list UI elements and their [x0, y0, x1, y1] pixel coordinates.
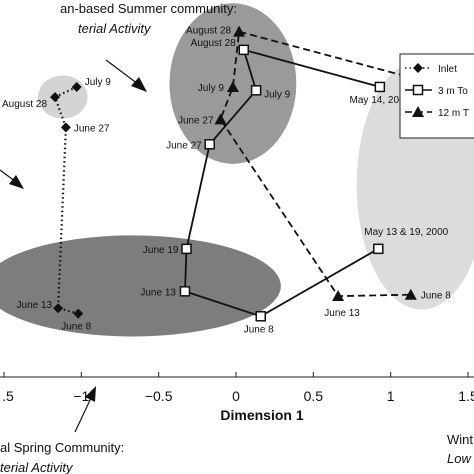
- point-label-inlet-3: June 13: [17, 300, 53, 311]
- point-label-inlet-1: August 28: [2, 99, 47, 110]
- series-line-m12: [219, 30, 459, 298]
- marker-m3-4: [181, 243, 192, 255]
- x-tick-label-4: 0.5: [304, 388, 324, 404]
- series-line-m3: [184, 48, 381, 318]
- legend-label-inlet: Inlet: [438, 64, 457, 75]
- marker-m12-4: [332, 290, 345, 302]
- marker-inlet-2: [60, 122, 71, 133]
- series-lines: [53, 30, 459, 318]
- marker-inlet-1: [50, 92, 61, 103]
- arrow-spring-head: [85, 386, 96, 402]
- region-inlet-summer: [38, 75, 88, 119]
- marker-m3-3: [204, 139, 215, 150]
- point-label-inlet-0: July 9: [85, 77, 112, 88]
- arrow-summer-shaft: [105, 59, 139, 85]
- point-label-m12-2: July 9: [198, 83, 225, 94]
- x-tick-label-1: −1: [73, 388, 89, 404]
- community-regions: [0, 3, 474, 337]
- annotation-summer-subtitle: terial Activity: [78, 21, 152, 36]
- point-label-m3-6: June 8: [244, 324, 274, 335]
- point-label-m12-4: June 13: [324, 308, 360, 319]
- point-labels: July 9 August 28 June 27 June 13 June 8 May 1…: [2, 26, 451, 336]
- arrow-spring-shaft: [74, 397, 92, 433]
- point-label-m12-5: June 8: [421, 291, 451, 302]
- point-label-m3-1: August 28: [191, 38, 236, 49]
- arrow-summer-head: [131, 77, 147, 92]
- marker-m3-0: [374, 81, 386, 93]
- marker-m12-2: [226, 80, 239, 92]
- point-label-m3-3: June 27: [166, 140, 202, 151]
- arrow-inlet-head: [9, 175, 24, 189]
- marker-m3-7: [373, 243, 384, 255]
- x-tick-label-6: 1.5: [458, 388, 474, 404]
- marker-inlet-3: [53, 303, 64, 314]
- annotation-summer-title: an-based Summer community:: [60, 1, 237, 16]
- marker-m3-1: [238, 44, 249, 56]
- marker-inlet-0: [71, 81, 82, 92]
- legend-box: [399, 53, 474, 139]
- annotation-spring-subtitle: terial Activity: [0, 460, 74, 474]
- point-label-m12-1: August 28: [186, 26, 231, 37]
- x-axis-ticks: .5 −1 −0.5 0 0.5 1 1.5: [2, 372, 474, 404]
- point-label-m3-2: July 9: [264, 89, 291, 100]
- x-tick-label-0: .5: [2, 388, 14, 404]
- region-spring: [0, 235, 281, 337]
- series-line-inlet: [53, 85, 79, 315]
- point-label-m3-5: June 13: [140, 287, 176, 298]
- marker-m3-2: [250, 85, 262, 96]
- marker-m12-1: [233, 25, 246, 37]
- point-label-m3-4: June 19: [143, 245, 179, 256]
- legend-label-m12: 12 m T: [438, 108, 469, 119]
- point-label-m3-7: May 13 & 19, 2000: [364, 227, 448, 238]
- legend-marker-m3: [412, 84, 424, 96]
- point-label-inlet-2: June 27: [74, 123, 110, 134]
- x-axis-title: Dimension 1: [220, 407, 303, 423]
- x-tick-label-3: 0: [232, 388, 240, 404]
- legend-marker-inlet: [413, 63, 423, 73]
- marker-m3-5: [179, 286, 191, 297]
- marker-m3-6: [255, 311, 266, 322]
- point-label-m12-3: June 27: [178, 115, 214, 126]
- legend: Inlet 3 m To 12 m T: [399, 53, 474, 139]
- point-label-m3-0: May 14, 2001: [350, 95, 411, 106]
- x-tick-label-2: −0.5: [145, 388, 173, 404]
- marker-inlet-4: [73, 308, 84, 319]
- legend-label-m3: 3 m To: [438, 86, 468, 97]
- series-markers: [50, 25, 465, 322]
- annotation-winter-subtitle: Low: [447, 451, 472, 466]
- marker-m12-5: [404, 288, 417, 300]
- x-tick-label-5: 1: [387, 388, 395, 404]
- annotation-winter-title: Wint: [447, 432, 473, 447]
- annotation-spring-title: al Spring Community:: [0, 440, 124, 455]
- marker-m12-3: [214, 113, 227, 125]
- legend-marker-m12: [412, 106, 424, 117]
- point-label-inlet-4: June 8: [61, 322, 91, 333]
